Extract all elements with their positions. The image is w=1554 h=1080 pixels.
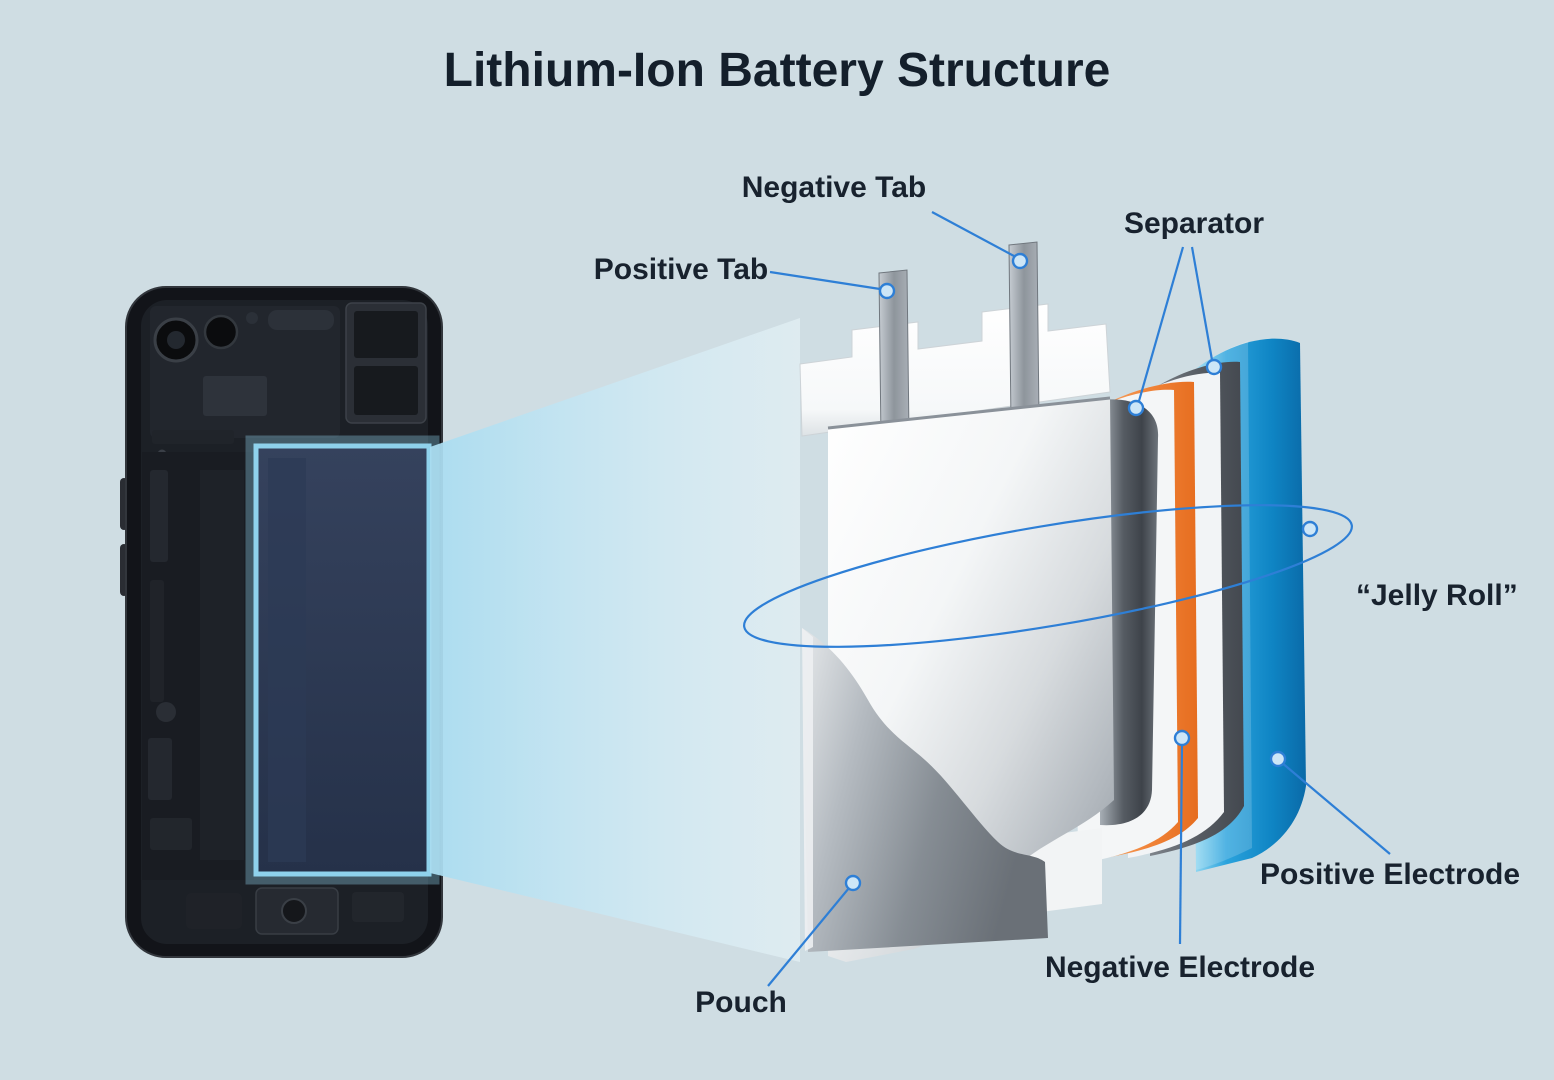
anchor-dot-negative-electrode — [1173, 729, 1191, 747]
label-negative-electrode: Negative Electrode — [1045, 951, 1315, 984]
phone-connector — [203, 376, 267, 416]
anchor-dot-negative-tab — [1011, 252, 1029, 270]
phone-component — [150, 580, 164, 702]
leader-line-negative-tab — [931, 211, 1015, 257]
callout-leaders — [767, 211, 1391, 987]
anchor-dot-separator-2 — [1205, 358, 1223, 376]
anchor-dot-jelly-roll — [1301, 520, 1319, 538]
label-jelly-roll: “Jelly Roll” — [1356, 579, 1518, 612]
phone-component — [148, 738, 172, 800]
battery-exploded-view — [743, 241, 1353, 962]
phone-earpiece — [268, 310, 334, 330]
phone-bottom-part — [352, 892, 404, 922]
phone-bottom-part — [186, 893, 242, 929]
label-negative-tab: Negative Tab — [742, 171, 927, 204]
negative-tab-shape — [1008, 241, 1040, 424]
page-title: Lithium-Ion Battery Structure — [444, 44, 1111, 97]
leader-line-pouch — [767, 887, 850, 987]
pouch-sheet — [802, 628, 1048, 952]
phone-illustration — [120, 286, 443, 958]
phone-camera-lens-2 — [203, 314, 239, 350]
jelly-roll-loop — [743, 504, 1353, 648]
anchor-dot-positive-tab — [878, 282, 896, 300]
phone-component — [150, 470, 168, 562]
anchor-dot-pouch — [844, 874, 862, 892]
phone-component — [156, 702, 176, 722]
phone-sensor — [246, 312, 258, 324]
phone-module-window — [354, 311, 418, 358]
leader-line-separator-2 — [1190, 246, 1214, 361]
label-separator: Separator — [1124, 207, 1264, 240]
callout-labels: Negative Tab Positive Tab Separator “Jel… — [594, 171, 1520, 1019]
phone-camera-inner — [167, 331, 185, 349]
pouch-edge-highlight — [802, 628, 813, 951]
leader-line-positive-tab — [769, 270, 881, 291]
phone-component — [150, 818, 192, 850]
phone-component — [200, 470, 244, 860]
leader-line-separator-1 — [1137, 246, 1185, 402]
leader-line-negative-electrode — [1178, 743, 1184, 945]
label-positive-electrode: Positive Electrode — [1260, 858, 1520, 891]
phone-speaker — [281, 898, 307, 924]
leader-line-positive-electrode — [1280, 761, 1391, 855]
projection-beam — [430, 318, 800, 962]
silver-sheet-top-edge — [827, 396, 1111, 430]
anchor-dot-separator-1 — [1127, 399, 1145, 417]
phone-ribbon — [152, 430, 234, 444]
label-positive-tab: Positive Tab — [594, 253, 769, 286]
phone-module-window — [354, 366, 418, 415]
anchor-dot-positive-electrode — [1269, 750, 1287, 768]
phone-battery-sheen — [268, 458, 306, 862]
label-pouch: Pouch — [695, 986, 787, 1019]
